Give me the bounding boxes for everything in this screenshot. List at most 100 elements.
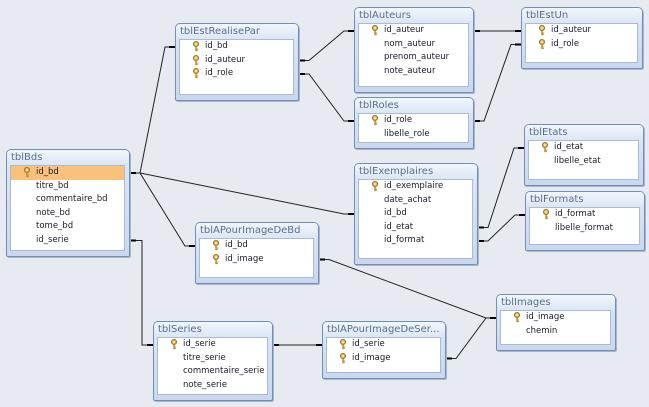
- field-row[interactable]: id_format: [530, 208, 639, 222]
- field-row[interactable]: id_bd: [359, 207, 472, 221]
- relationship-line[interactable]: [319, 259, 496, 319]
- field-row[interactable]: note_auteur: [359, 65, 468, 79]
- field-name: id_auteur: [384, 25, 425, 35]
- table-tblBds[interactable]: tblBds id_bd titre_bd commentaire_bd note_bd…: [6, 149, 130, 257]
- field-row[interactable]: id_image: [200, 253, 313, 267]
- field-name: commentaire_serie: [183, 366, 265, 376]
- field-row[interactable]: commentaire_bd: [11, 193, 124, 207]
- relationship-line[interactable]: [299, 30, 354, 61]
- table-tblEtats[interactable]: tblEtats id_etat libelle_etat: [524, 124, 644, 186]
- primary-key-icon: [339, 352, 347, 364]
- relationship-line[interactable]: [130, 240, 153, 346]
- field-name: id_serie: [183, 339, 216, 349]
- field-row[interactable]: libelle_format: [530, 222, 639, 236]
- field-row[interactable]: note_serie: [158, 379, 267, 393]
- field-name: prenom_auteur: [384, 52, 450, 62]
- field-name: id_etat: [554, 142, 584, 152]
- primary-key-icon: [542, 209, 550, 220]
- relationship-line[interactable]: [130, 46, 175, 174]
- table-title[interactable]: tblBds: [7, 150, 129, 165]
- field-name: id_auteur: [205, 54, 246, 65]
- field-name: titre_bd: [36, 180, 69, 191]
- field-row[interactable]: id_etat: [529, 141, 638, 155]
- table-title[interactable]: tblEtats: [525, 125, 643, 140]
- table-title[interactable]: tblAuteurs: [355, 8, 473, 23]
- table-title[interactable]: tblAPourImageDeSer...: [323, 322, 445, 337]
- table-title[interactable]: tblAPourImageDeBd: [196, 223, 318, 238]
- field-row[interactable]: libelle_etat: [529, 155, 638, 169]
- field-row[interactable]: id_bd: [180, 40, 293, 54]
- field-name: id_role: [384, 115, 413, 125]
- field-row[interactable]: tome_bd: [11, 220, 124, 234]
- primary-key-icon: [371, 181, 379, 192]
- field-row[interactable]: id_auteur: [180, 54, 293, 68]
- field-row[interactable]: commentaire_serie: [158, 365, 267, 379]
- field-row[interactable]: date_achat: [359, 194, 472, 208]
- field-list: id_etat libelle_etat: [528, 140, 639, 180]
- field-name: chemin: [526, 325, 558, 336]
- table-title[interactable]: tblImages: [497, 295, 615, 310]
- primary-key-icon: [538, 38, 546, 50]
- relationship-line[interactable]: [446, 317, 496, 359]
- field-row[interactable]: libelle_role: [359, 128, 468, 142]
- table-title[interactable]: tblFormats: [526, 192, 644, 207]
- field-name: id_role: [205, 68, 234, 78]
- field-row[interactable]: id_image: [501, 311, 610, 325]
- table-tblRoles[interactable]: tblRoles id_role libelle_role: [354, 97, 474, 149]
- table-tblAuteurs[interactable]: tblAuteurs id_auteur nom_auteur prenom_aute…: [354, 7, 474, 93]
- field-name: id_bd: [205, 41, 228, 51]
- field-row[interactable]: chemin: [501, 325, 610, 339]
- primary-key-icon: [371, 25, 379, 36]
- relationship-line[interactable]: [130, 172, 195, 247]
- field-row[interactable]: note_bd: [11, 207, 124, 221]
- primary-key-icon: [212, 253, 220, 265]
- field-row[interactable]: id_auteur: [526, 24, 637, 38]
- field-row[interactable]: id_serie: [11, 234, 124, 248]
- relationship-line[interactable]: [474, 44, 521, 122]
- field-row[interactable]: id_role: [180, 67, 293, 81]
- field-name: nom_auteur: [384, 38, 436, 49]
- field-row[interactable]: id_role: [359, 114, 468, 128]
- field-row[interactable]: titre_bd: [11, 180, 124, 194]
- relationship-line[interactable]: [299, 73, 354, 122]
- table-title[interactable]: tblSeries: [154, 322, 272, 337]
- table-title[interactable]: tblRoles: [355, 98, 473, 113]
- table-title[interactable]: tblEstRealisePar: [176, 24, 298, 39]
- table-title[interactable]: tblEstUn: [522, 8, 642, 23]
- field-list: id_role libelle_role: [358, 113, 469, 143]
- field-name: id_role: [551, 38, 580, 49]
- field-name: id_image: [225, 253, 264, 264]
- field-name: id_bd: [36, 167, 59, 177]
- field-row[interactable]: id_bd: [11, 166, 124, 180]
- field-row[interactable]: id_etat: [359, 221, 472, 235]
- field-row[interactable]: nom_auteur: [359, 38, 468, 52]
- primary-key-icon: [513, 312, 521, 323]
- field-row[interactable]: id_bd: [200, 239, 313, 253]
- table-tblEstRealisePar[interactable]: tblEstRealisePar id_bd id_auteur id_role: [175, 23, 299, 101]
- field-row[interactable]: id_format: [359, 234, 472, 248]
- relationship-line[interactable]: [478, 147, 524, 228]
- table-title[interactable]: tblExemplaires: [355, 164, 477, 179]
- field-name: note_auteur: [384, 65, 436, 76]
- field-row[interactable]: id_image: [327, 352, 440, 366]
- field-row[interactable]: id_serie: [158, 338, 267, 352]
- field-row[interactable]: id_exemplaire: [359, 180, 472, 194]
- field-row[interactable]: titre_serie: [158, 352, 267, 366]
- field-row[interactable]: id_role: [526, 38, 637, 52]
- field-row[interactable]: id_serie: [327, 338, 440, 352]
- relationship-line[interactable]: [130, 172, 354, 215]
- field-name: commentaire_bd: [36, 194, 108, 204]
- primary-key-icon: [371, 115, 379, 126]
- field-row[interactable]: prenom_auteur: [359, 51, 468, 65]
- field-row[interactable]: id_auteur: [359, 24, 468, 38]
